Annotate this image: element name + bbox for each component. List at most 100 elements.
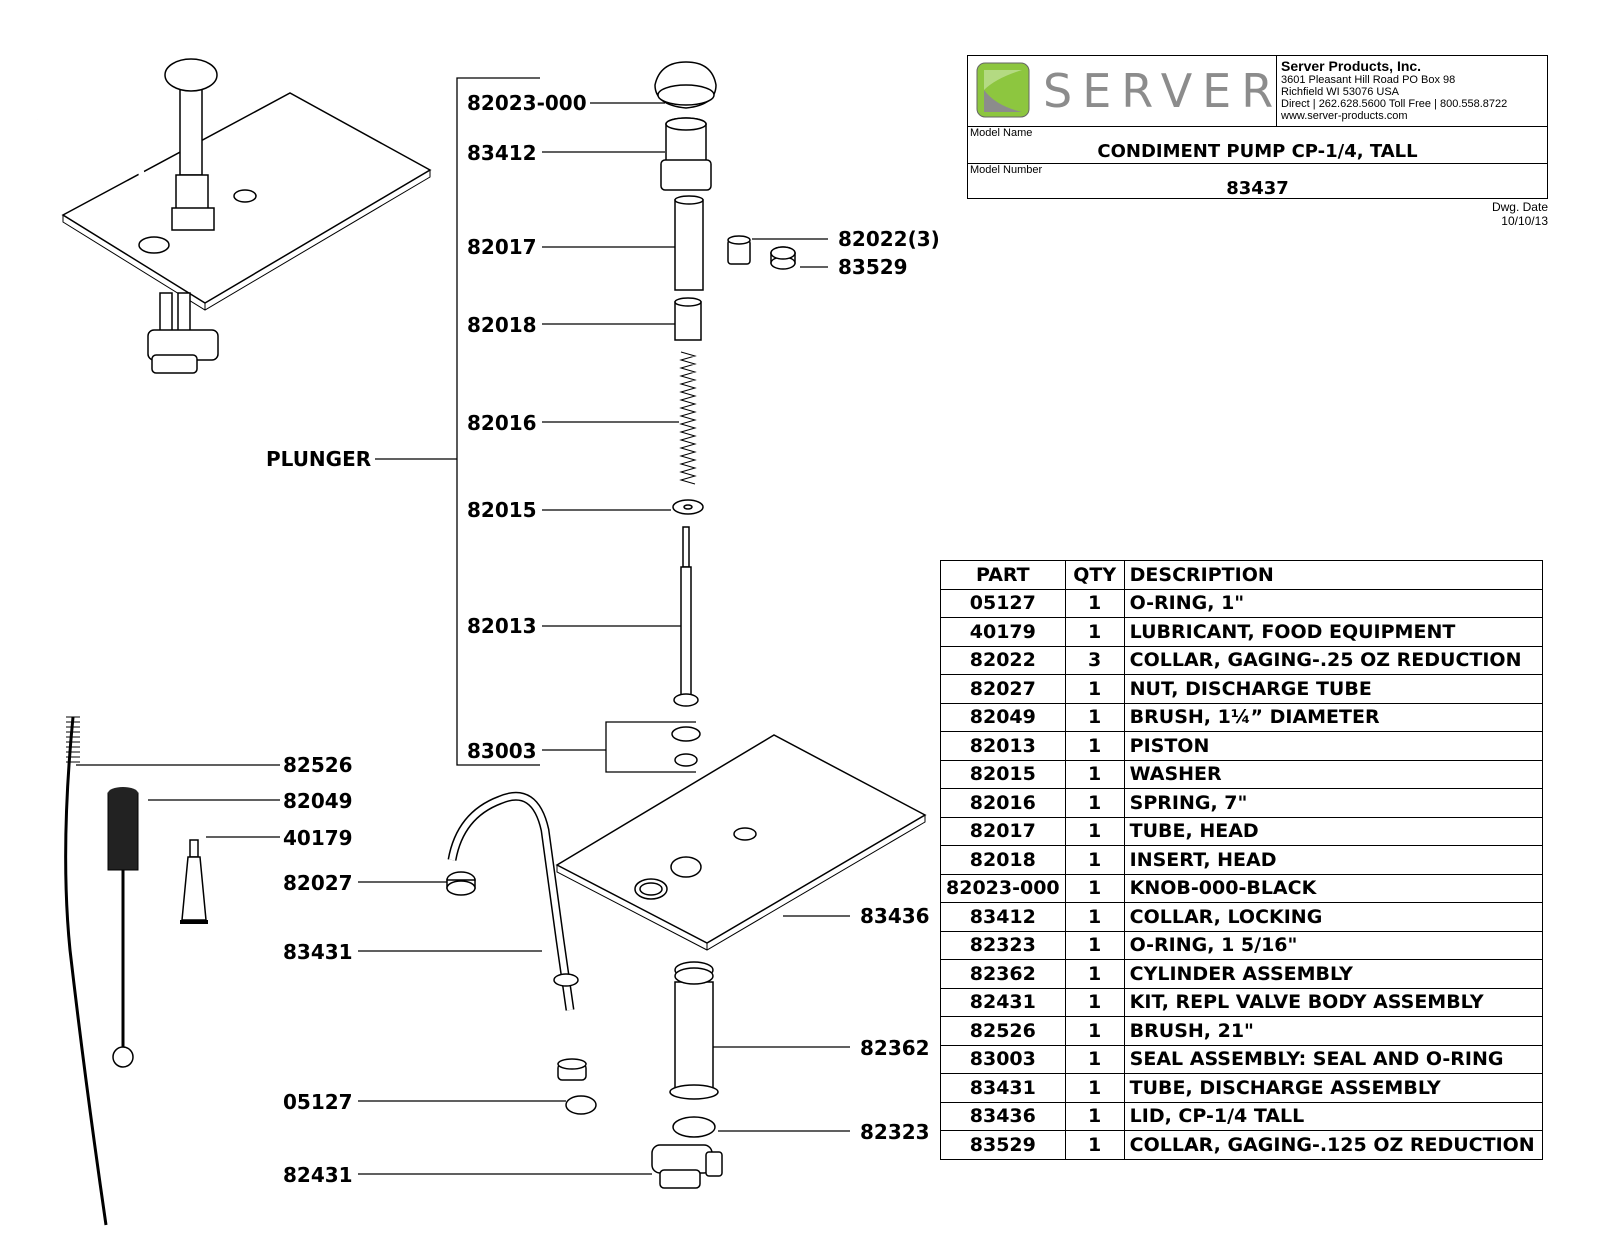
description-cell: BRUSH, 21"	[1123, 1016, 1543, 1046]
callout-82023-000: 82023-000	[467, 91, 587, 115]
part-number-cell: 82017	[940, 816, 1066, 846]
quantity-cell: 1	[1064, 702, 1125, 732]
model-number-row: Model Number 83437	[968, 163, 1547, 201]
description-cell: TUBE, DISCHARGE ASSEMBLY	[1123, 1073, 1543, 1103]
part-number-cell: 82526	[940, 1016, 1066, 1046]
server-logo-icon	[976, 62, 1030, 118]
description-cell: NUT, DISCHARGE TUBE	[1123, 674, 1543, 704]
quantity-cell: 1	[1064, 816, 1125, 846]
model-number-caption: Model Number	[970, 164, 1043, 176]
quantity-cell: 1	[1064, 1044, 1125, 1074]
company-logo: SERVER	[968, 56, 1277, 126]
callout-82013: 82013	[467, 614, 537, 638]
quantity-cell: 1	[1064, 617, 1125, 647]
company-address-line-2: Richfield WI 53076 USA	[1281, 86, 1399, 98]
description-cell: SPRING, 7"	[1123, 788, 1543, 818]
assembled-pump-illustration	[35, 58, 432, 374]
leader-lines	[76, 77, 850, 1175]
quantity-cell: 1	[1064, 1101, 1125, 1131]
company-website: www.server-products.com	[1281, 110, 1408, 122]
part-number-cell: 83003	[940, 1044, 1066, 1074]
quantity-cell: 1	[1064, 731, 1125, 761]
lid-and-cylinder-illustration	[446, 734, 927, 1189]
quantity-cell: 1	[1064, 930, 1125, 960]
quantity-cell: 1	[1064, 959, 1125, 989]
callout-83003: 83003	[467, 739, 537, 763]
header-qty: QTY	[1064, 560, 1125, 590]
callout-05127: 05127	[283, 1090, 353, 1114]
quantity-cell: 1	[1064, 902, 1125, 932]
part-number-cell: 40179	[940, 617, 1066, 647]
callout-82017: 82017	[467, 235, 537, 259]
part-number-cell: 83529	[940, 1130, 1066, 1160]
company-address-line-1: 3601 Pleasant Hill Road PO Box 98	[1281, 74, 1456, 86]
quantity-cell: 1	[1064, 1073, 1125, 1103]
callout-82018: 82018	[467, 313, 537, 337]
quantity-cell: 1	[1064, 1016, 1125, 1046]
callout-82049: 82049	[283, 789, 353, 813]
description-cell: INSERT, HEAD	[1123, 845, 1543, 875]
callout-82526: 82526	[283, 753, 353, 777]
description-cell: SEAL ASSEMBLY: SEAL AND O-RING	[1123, 1044, 1543, 1074]
callout-82323: 82323	[860, 1120, 930, 1144]
quantity-cell: 3	[1064, 645, 1125, 675]
model-name-caption: Model Name	[970, 127, 1033, 139]
callout-82022: 82022(3)	[838, 227, 940, 251]
drawing-date-caption: Dwg. Date	[1491, 200, 1548, 214]
description-cell: LUBRICANT, FOOD EQUIPMENT	[1123, 617, 1543, 647]
model-name-row: Model Name CONDIMENT PUMP CP-1/4, TALL	[968, 126, 1547, 164]
callout-82015: 82015	[467, 498, 537, 522]
callout-83436: 83436	[860, 904, 930, 928]
callout-83529: 83529	[838, 255, 908, 279]
description-cell: WASHER	[1123, 759, 1543, 789]
plunger-parts-illustration	[654, 61, 796, 767]
callout-plunger: PLUNGER	[266, 447, 371, 471]
description-cell: O-RING, 1 5/16"	[1123, 930, 1543, 960]
quantity-cell: 1	[1064, 759, 1125, 789]
description-cell: KNOB-000-BLACK	[1123, 873, 1543, 903]
part-number-cell: 82431	[940, 987, 1066, 1017]
cleaning-accessories-illustration	[64, 716, 208, 1226]
part-number-cell: 82016	[940, 788, 1066, 818]
description-cell: KIT, REPL VALVE BODY ASSEMBLY	[1123, 987, 1543, 1017]
callout-82016: 82016	[467, 411, 537, 435]
company-info: Server Products, Inc. 3601 Pleasant Hill…	[1281, 59, 1546, 123]
header-part: PART	[940, 560, 1066, 590]
callout-82027: 82027	[283, 871, 353, 895]
part-number-cell: 82027	[940, 674, 1066, 704]
company-phone: Direct | 262.628.5600 Toll Free | 800.55…	[1281, 98, 1508, 110]
description-cell: LID, CP-1/4 TALL	[1123, 1101, 1543, 1131]
quantity-cell: 1	[1064, 588, 1125, 618]
part-number-cell: 82018	[940, 845, 1066, 875]
callout-40179: 40179	[283, 826, 353, 850]
part-number-cell: 82022	[940, 645, 1066, 675]
part-number-cell: 82323	[940, 930, 1066, 960]
brand-wordmark: SERVER	[1043, 64, 1284, 118]
description-cell: PISTON	[1123, 731, 1543, 761]
drawing-date-value: 10/10/13	[1501, 214, 1548, 228]
part-number-cell: 05127	[940, 588, 1066, 618]
quantity-cell: 1	[1064, 987, 1125, 1017]
quantity-cell: 1	[1064, 674, 1125, 704]
description-cell: BRUSH, 1¼” DIAMETER	[1123, 702, 1543, 732]
description-cell: O-RING, 1"	[1123, 588, 1543, 618]
quantity-cell: 1	[1064, 873, 1125, 903]
description-cell: COLLAR, LOCKING	[1123, 902, 1543, 932]
